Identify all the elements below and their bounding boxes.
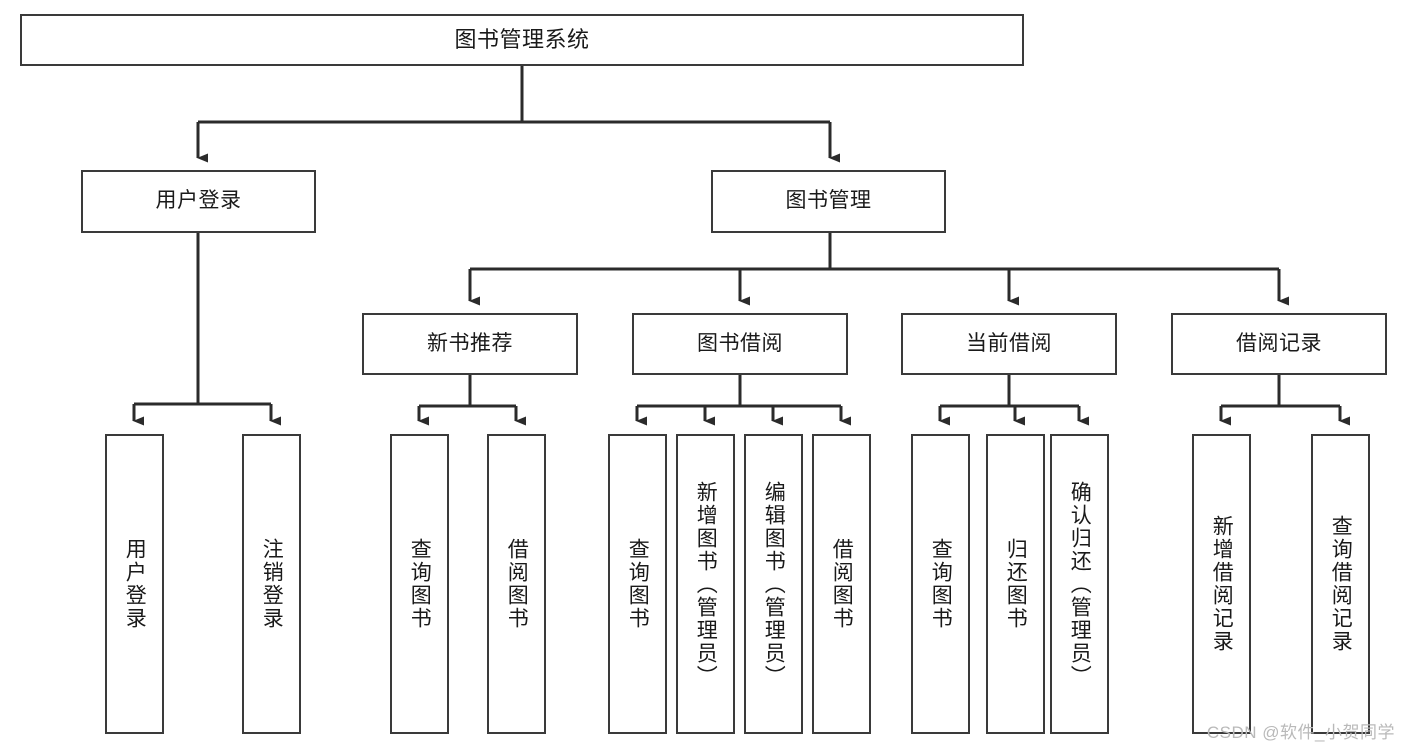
node-current-borrow[interactable]: 当前借阅 (901, 313, 1117, 375)
node-root-label: 图书管理系统 (454, 27, 590, 53)
node-leaf-query-book-recommend[interactable]: 查询图书 (390, 434, 449, 734)
node-leaf-user-login-label: 用户登录 (123, 538, 147, 630)
node-leaf-user-login[interactable]: 用户登录 (105, 434, 164, 734)
node-leaf-query-book-current[interactable]: 查询图书 (911, 434, 970, 734)
node-leaf-query-book-recommend-label: 查询图书 (408, 538, 432, 630)
watermark: CSDN @软件_小贺同学 (1206, 723, 1395, 742)
node-leaf-return-book-label: 归还图书 (1004, 538, 1028, 630)
node-user-login-label: 用户登录 (155, 189, 242, 213)
node-leaf-query-book-current-label: 查询图书 (929, 538, 953, 630)
node-leaf-borrow-book-recommend[interactable]: 借阅图书 (487, 434, 546, 734)
node-user-login[interactable]: 用户登录 (81, 170, 316, 233)
node-book-manage-label: 图书管理 (785, 189, 872, 213)
node-borrow-record[interactable]: 借阅记录 (1171, 313, 1387, 375)
node-leaf-query-book-borrow[interactable]: 查询图书 (608, 434, 667, 734)
node-leaf-add-book-admin[interactable]: 新增图书（管理员） (676, 434, 735, 734)
node-book-borrow-label: 图书借阅 (697, 331, 783, 355)
node-leaf-borrow-book[interactable]: 借阅图书 (812, 434, 871, 734)
node-current-borrow-label: 当前借阅 (966, 331, 1052, 355)
node-leaf-return-book[interactable]: 归还图书 (986, 434, 1045, 734)
node-leaf-logout-login-label: 注销登录 (260, 538, 284, 630)
node-leaf-add-borrow-record[interactable]: 新增借阅记录 (1192, 434, 1251, 734)
node-new-book-recommend[interactable]: 新书推荐 (362, 313, 578, 375)
node-leaf-borrow-book-recommend-label: 借阅图书 (505, 538, 529, 630)
node-book-borrow[interactable]: 图书借阅 (632, 313, 848, 375)
node-borrow-record-label: 借阅记录 (1236, 331, 1322, 355)
node-leaf-query-book-borrow-label: 查询图书 (626, 538, 650, 630)
node-leaf-logout-login[interactable]: 注销登录 (242, 434, 301, 734)
node-root[interactable]: 图书管理系统 (20, 14, 1024, 66)
node-leaf-add-borrow-record-label: 新增借阅记录 (1210, 515, 1234, 653)
node-leaf-query-borrow-record-label: 查询借阅记录 (1329, 515, 1353, 653)
node-leaf-confirm-return-admin-label: 确认归还（管理员） (1068, 480, 1092, 688)
node-leaf-edit-book-admin-label: 编辑图书（管理员） (762, 480, 786, 688)
node-new-book-recommend-label: 新书推荐 (427, 331, 513, 355)
node-leaf-query-borrow-record[interactable]: 查询借阅记录 (1311, 434, 1370, 734)
node-leaf-add-book-admin-label: 新增图书（管理员） (694, 480, 718, 688)
node-leaf-confirm-return-admin[interactable]: 确认归还（管理员） (1050, 434, 1109, 734)
node-book-manage[interactable]: 图书管理 (711, 170, 946, 233)
node-leaf-borrow-book-label: 借阅图书 (830, 538, 854, 630)
node-leaf-edit-book-admin[interactable]: 编辑图书（管理员） (744, 434, 803, 734)
